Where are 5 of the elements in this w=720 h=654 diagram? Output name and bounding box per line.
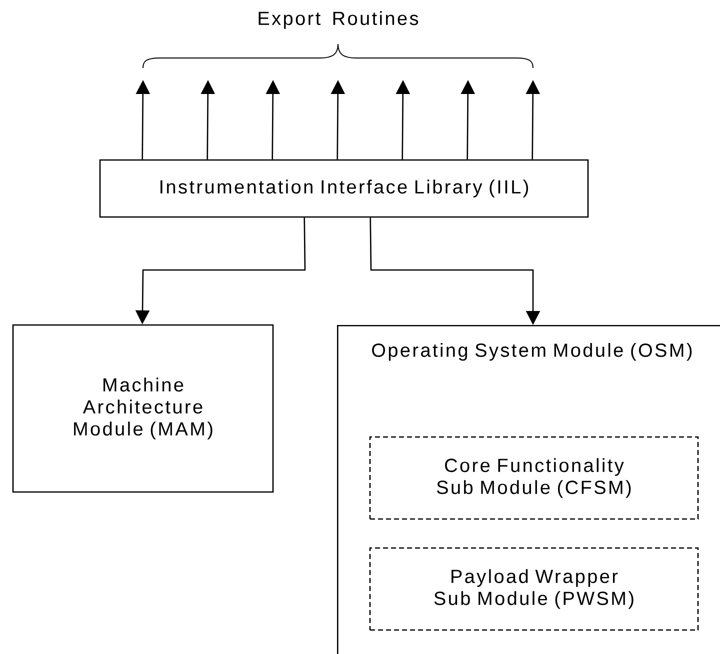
submodule-box: Payload Wrapper Sub Module (PWSM): [369, 547, 699, 631]
library-box: Instrumentation Interface Library (IIL): [99, 159, 589, 218]
submodule-box: Core Functionality Sub Module (CFSM): [369, 436, 699, 520]
group-label: Export Routines: [258, 11, 418, 29]
module-box: Machine Architecture Module (MAM): [12, 324, 274, 493]
